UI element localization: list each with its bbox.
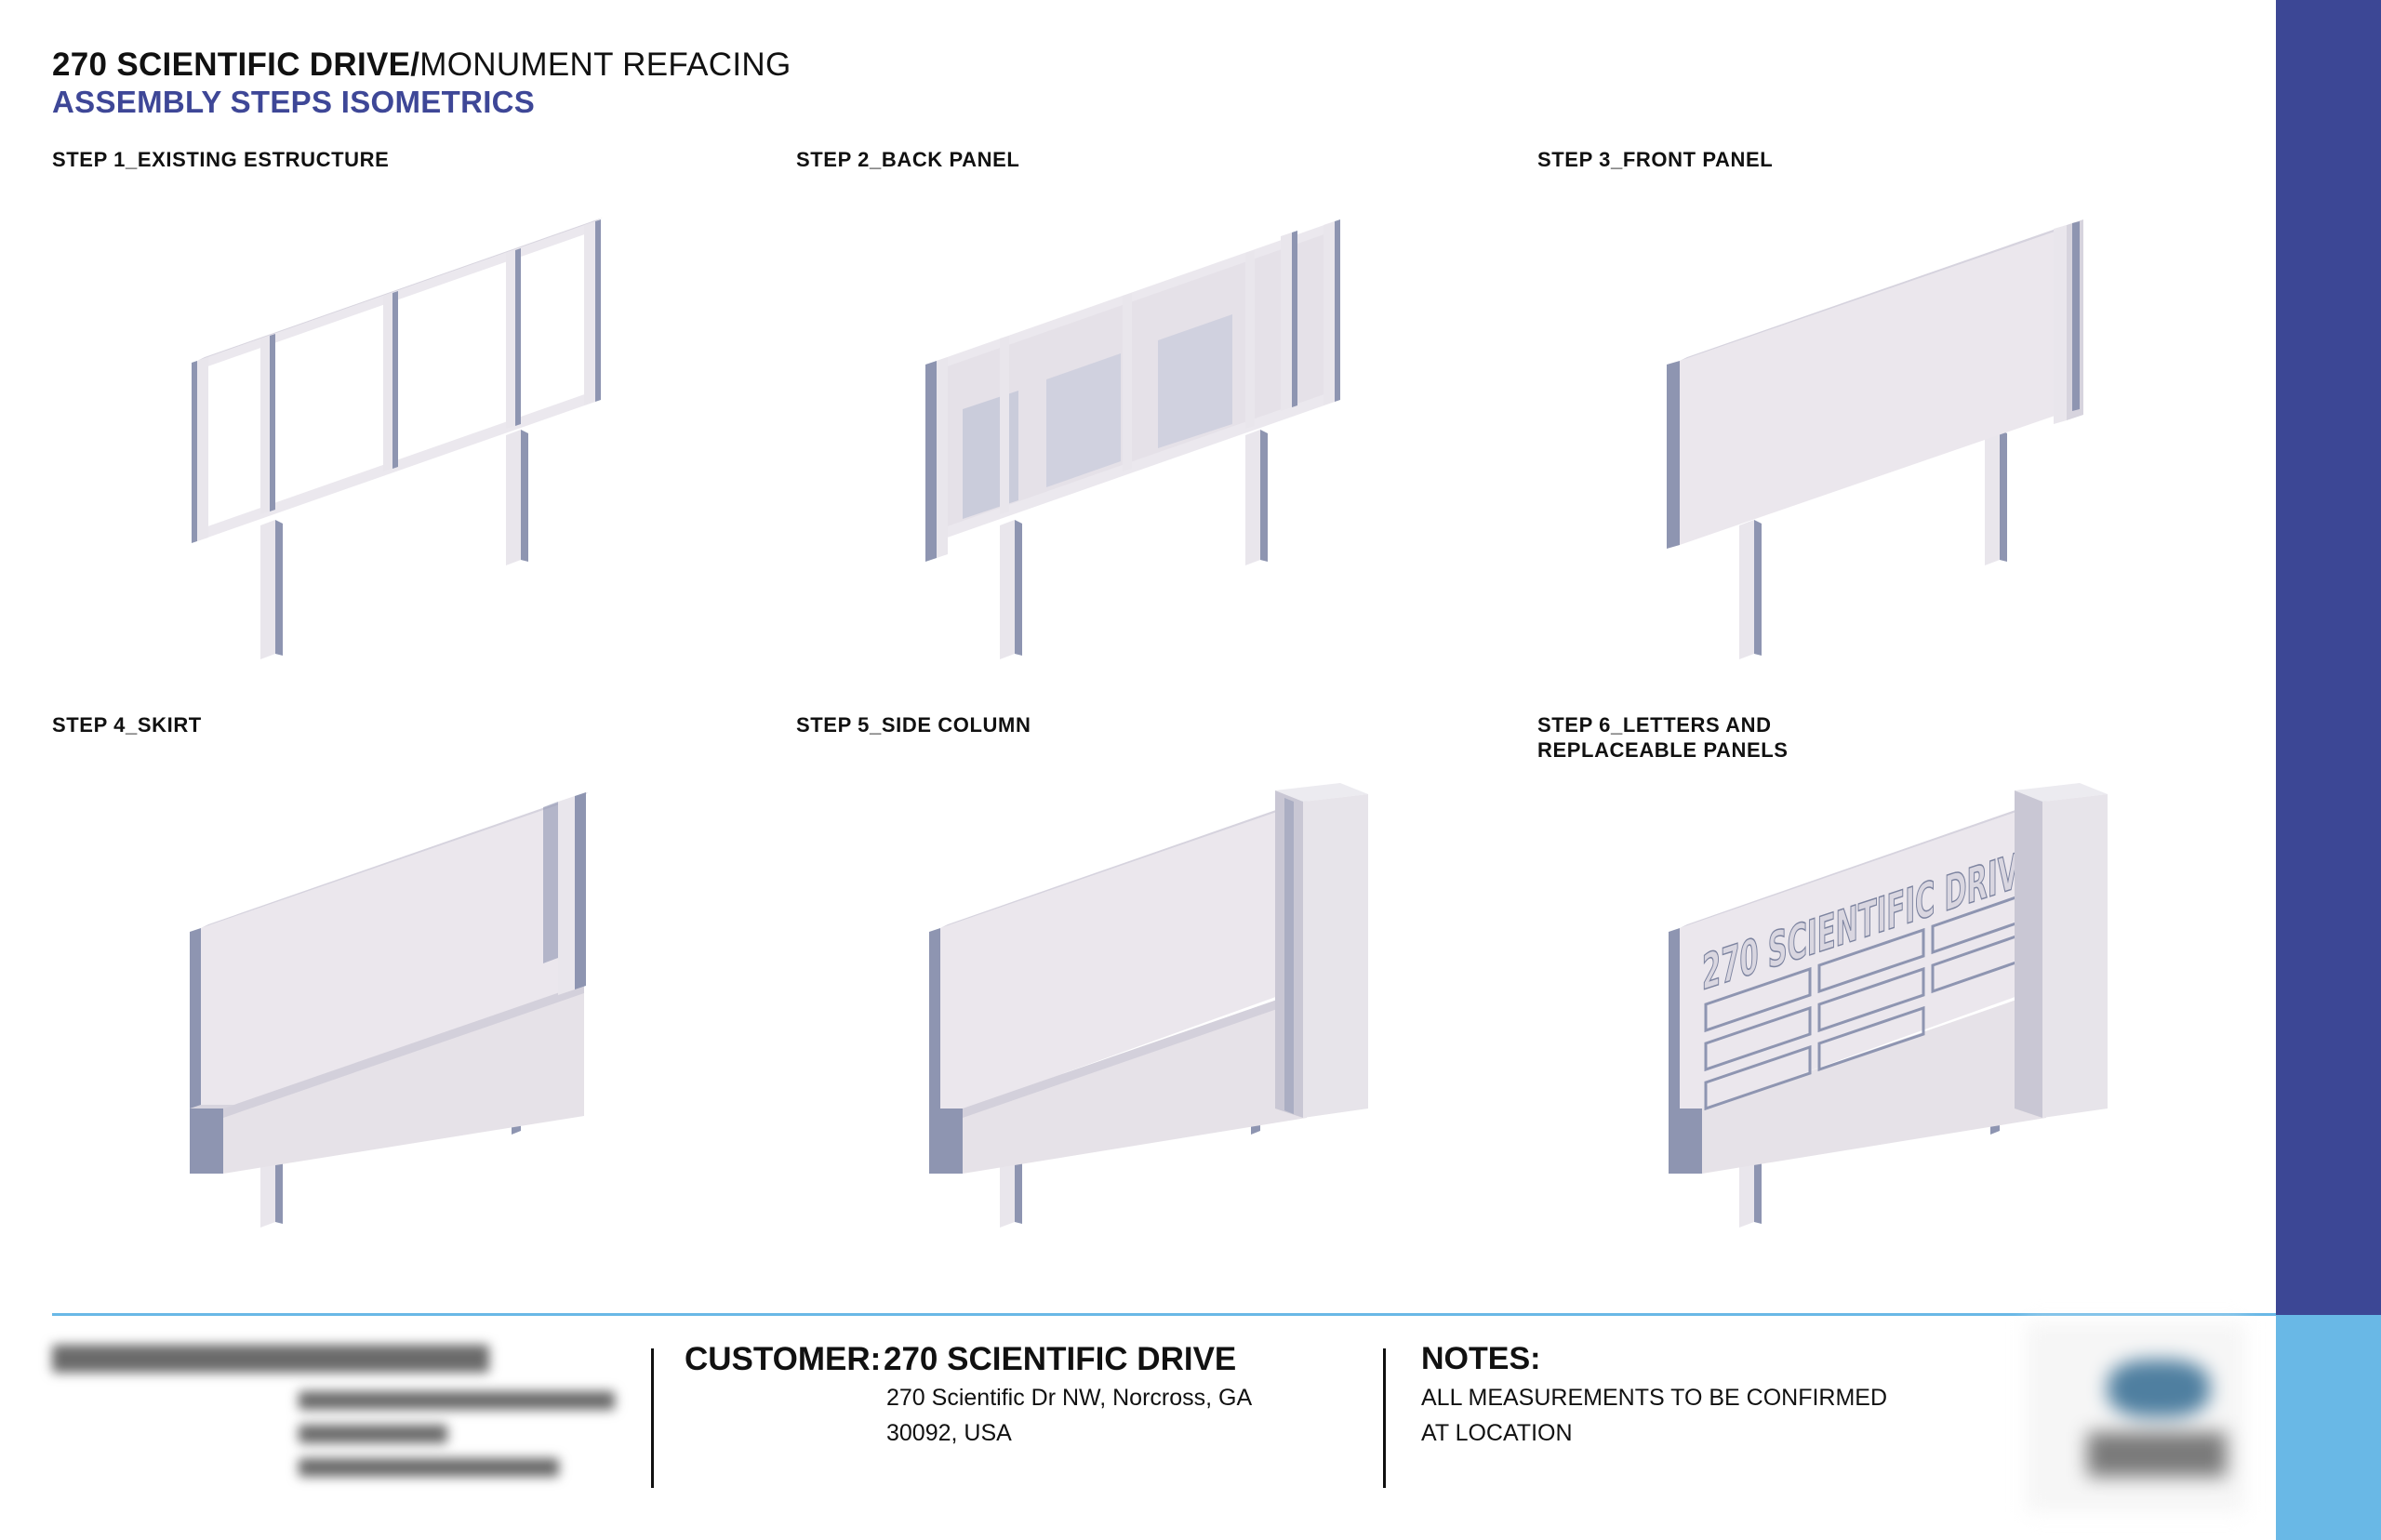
customer-address-line2: 30092, USA <box>886 1420 1012 1446</box>
step-5-label: STEP 5_SIDE COLUMN <box>796 713 1031 737</box>
step-6-label-line2: REPLACEABLE PANELS <box>1537 738 1789 762</box>
sidebar-accent-dark <box>2276 0 2381 1315</box>
customer-address: 270 Scientific Dr NW, Norcross, GA 30092,… <box>886 1380 1252 1451</box>
step-6-letters-model: 270 SCIENTIFIC DRIVE <box>1669 783 2108 1228</box>
notes-line2: AT LOCATION <box>1421 1420 1573 1446</box>
step-2-backpanel-model <box>925 219 1340 659</box>
header: 270 SCIENTIFIC DRIVE/MONUMENT REFACING A… <box>52 46 791 121</box>
notes-line1: ALL MEASUREMENTS TO BE CONFIRMED <box>1421 1385 1888 1411</box>
notes-text: ALL MEASUREMENTS TO BE CONFIRMED AT LOCAT… <box>1421 1380 1887 1451</box>
notes-title: NOTES: <box>1421 1341 1541 1376</box>
page-title: 270 SCIENTIFIC DRIVE/MONUMENT REFACING <box>52 46 791 84</box>
step-1-label: STEP 1_EXISTING ESTRUCTURE <box>52 148 390 171</box>
step-6-label-line1: STEP 6_LETTERS AND <box>1537 713 1772 737</box>
title-project: 270 SCIENTIFIC DRIVE/ <box>52 46 420 83</box>
sidebar-accent-light <box>2276 1315 2381 1540</box>
customer-address-line1: 270 Scientific Dr NW, Norcross, GA <box>886 1385 1253 1411</box>
footer-divider <box>52 1313 2276 1316</box>
step-1-frame-model <box>192 218 603 659</box>
customer-name: 270 SCIENTIFIC DRIVE <box>884 1341 1237 1377</box>
footer-separator-2 <box>1383 1348 1386 1488</box>
company-logo-redacted <box>2026 1322 2245 1512</box>
step-2-label: STEP 2_BACK PANEL <box>796 148 1020 171</box>
title-scope: MONUMENT REFACING <box>419 46 791 83</box>
footer-separator-1 <box>651 1348 654 1488</box>
customer-label: CUSTOMER: <box>685 1341 882 1377</box>
step-4-skirt-model <box>190 792 588 1228</box>
step-5-sidecolumn-model <box>929 783 1368 1228</box>
step-3-label: STEP 3_FRONT PANEL <box>1537 148 1774 171</box>
contractor-info-redacted <box>52 1335 629 1503</box>
step-3-frontpanel-model <box>1667 219 2083 659</box>
page-subtitle: ASSEMBLY STEPS ISOMETRICS <box>52 85 536 119</box>
step-4-label: STEP 4_SKIRT <box>52 713 202 737</box>
